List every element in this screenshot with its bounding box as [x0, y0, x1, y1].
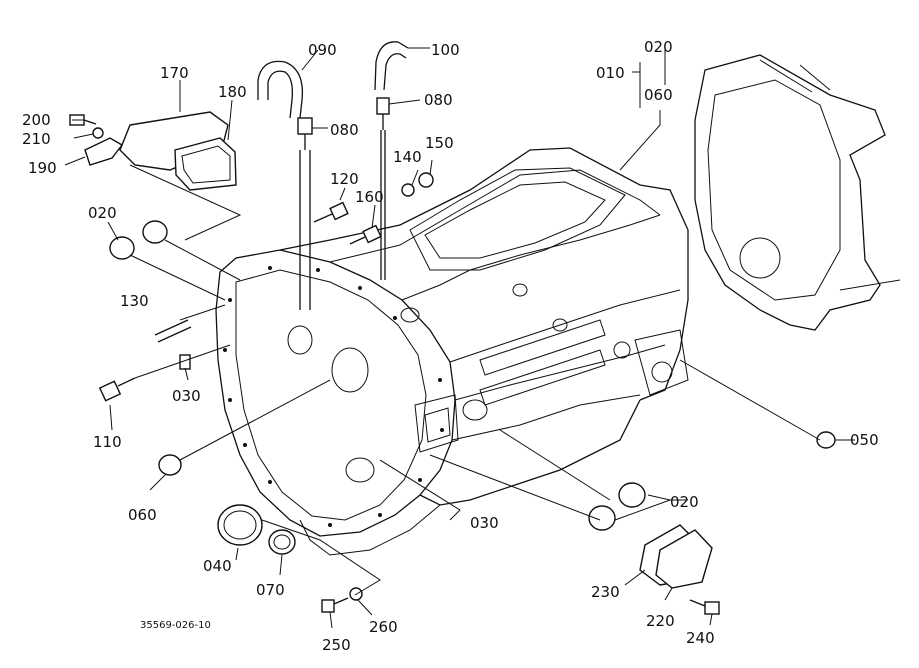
label-230: 230 — [591, 583, 620, 601]
label-080-b: 080 — [424, 91, 453, 109]
part-090-hose — [257, 60, 304, 119]
label-210: 210 — [22, 130, 51, 148]
label-020-left: 020 — [88, 204, 117, 222]
clutch-housing-outline — [694, 54, 901, 331]
label-090: 090 — [308, 41, 337, 59]
label-040: 040 — [203, 557, 232, 575]
part-070-seal — [268, 529, 296, 555]
part-110-bolt — [98, 377, 136, 402]
label-260: 260 — [369, 618, 398, 636]
part-180-gasket — [174, 137, 237, 191]
part-020-dowel-left — [109, 220, 168, 260]
label-160: 160 — [355, 188, 384, 206]
leader-lines — [64, 47, 855, 629]
part-040-seal — [217, 504, 263, 546]
label-080-a: 080 — [330, 121, 359, 139]
label-020-right: 020 — [670, 493, 699, 511]
label-030-left: 030 — [172, 387, 201, 405]
label-150: 150 — [425, 134, 454, 152]
part-020-dowel-right — [588, 482, 646, 531]
part-160-bolt — [349, 224, 382, 245]
label-110: 110 — [93, 433, 122, 451]
label-250: 250 — [322, 636, 351, 654]
part-140-nut — [401, 183, 415, 197]
part-080-fitting-a — [297, 117, 313, 135]
label-070: 070 — [256, 581, 285, 599]
label-030-bottom: 030 — [470, 514, 499, 532]
label-170: 170 — [160, 64, 189, 82]
drawing-number: 35569-026-10 — [140, 620, 211, 631]
label-240: 240 — [686, 629, 715, 647]
part-130-stud — [154, 319, 192, 343]
part-150-washer — [418, 172, 434, 188]
part-210-washer — [92, 127, 104, 139]
part-080-fitting-b — [376, 97, 390, 115]
label-120: 120 — [330, 170, 359, 188]
part-120-bolt — [313, 201, 349, 223]
label-130: 130 — [120, 292, 149, 310]
label-060-bottom: 060 — [128, 506, 157, 524]
label-060-top: 060 — [644, 86, 673, 104]
label-200: 200 — [22, 111, 51, 129]
part-060-plug — [158, 454, 182, 476]
transmission-case — [215, 147, 689, 556]
label-190: 190 — [28, 159, 57, 177]
label-050: 050 — [850, 431, 879, 449]
part-250-bolt — [321, 597, 349, 613]
label-020-top: 020 — [644, 38, 673, 56]
part-100-hose — [374, 41, 409, 91]
label-220: 220 — [646, 612, 675, 630]
label-140: 140 — [393, 148, 422, 166]
label-100: 100 — [431, 41, 460, 59]
label-180: 180 — [218, 83, 247, 101]
part-220-cover — [655, 529, 713, 589]
part-190-clip — [84, 137, 124, 166]
label-010: 010 — [596, 64, 625, 82]
part-240-bolt — [689, 599, 720, 615]
